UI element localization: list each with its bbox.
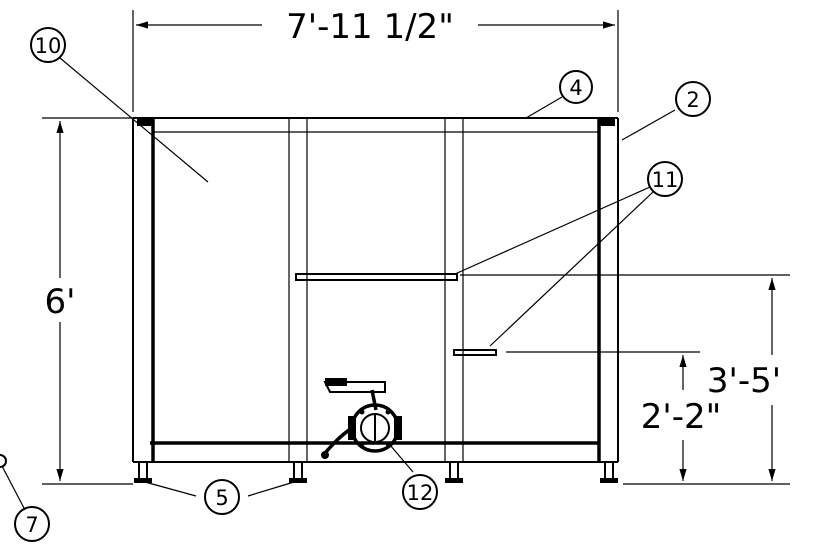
callout-7-label: 7	[25, 513, 38, 537]
leader-5-left	[144, 481, 197, 497]
overall-width-dimension: 7'-11 1/2"	[132, 7, 619, 112]
upper-bar-height-label: 3'-5'	[707, 361, 781, 401]
leader-7	[1, 465, 26, 511]
upper-bar-height-dimension: 3'-5'	[460, 274, 790, 485]
leader-5-right	[247, 481, 295, 497]
foot-2	[289, 462, 307, 483]
foot-4	[600, 462, 618, 483]
valve-handle	[323, 381, 386, 393]
callout-12-label: 12	[407, 481, 434, 505]
overall-height-label: 6'	[45, 282, 76, 322]
callout-10: 10	[30, 27, 66, 63]
leader-2	[621, 109, 676, 141]
leader-10	[59, 57, 209, 183]
lower-grab-bar	[453, 349, 497, 356]
valve-handle-grip	[325, 378, 347, 386]
leader-4	[525, 96, 563, 119]
callout-4: 4	[559, 70, 593, 104]
overall-width-label: 7'-11 1/2"	[286, 7, 454, 47]
callout-2: 2	[675, 81, 711, 117]
callout-5-label: 5	[215, 486, 228, 510]
leader-11-upper	[454, 186, 651, 275]
callout-2-label: 2	[686, 88, 699, 112]
callout-5: 5	[204, 479, 240, 515]
callout-10-label: 10	[35, 34, 62, 58]
leveling-feet	[134, 462, 618, 483]
overall-height-dimension: 6'	[42, 117, 133, 485]
callout-11-label: 11	[652, 168, 679, 192]
leader-11-lower	[489, 191, 654, 347]
lower-bar-height-dimension: 2'-2"	[506, 351, 722, 481]
butterfly-valve	[320, 378, 402, 459]
lower-bar-height-label: 2'-2"	[641, 397, 722, 437]
foot-3	[445, 462, 463, 483]
tank-frame	[132, 117, 619, 463]
callout-11: 11	[647, 161, 683, 197]
foot-1	[134, 462, 152, 483]
part-7-marker	[0, 454, 7, 468]
valve-flange-right	[394, 416, 402, 440]
callout-4-label: 4	[569, 76, 582, 100]
callout-leaders	[1, 57, 676, 511]
upper-grab-bar	[295, 273, 458, 281]
leader-12	[389, 444, 414, 473]
right-post-cap	[599, 118, 615, 126]
callout-12: 12	[402, 474, 438, 510]
left-post-cap	[137, 118, 153, 126]
callout-7: 7	[14, 506, 50, 542]
